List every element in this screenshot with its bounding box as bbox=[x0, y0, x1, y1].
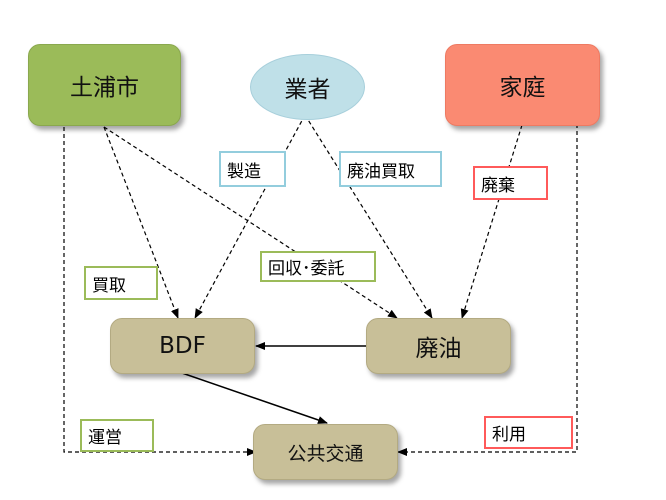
node-bdf-text: BDF bbox=[159, 333, 206, 359]
arrow-city-to-bdf bbox=[103, 126, 179, 319]
node-household-text: 家庭 bbox=[499, 75, 546, 101]
label-purchase: 買取 bbox=[84, 266, 158, 300]
label-disposal: 廃棄 bbox=[473, 166, 548, 200]
node-household: 家庭 bbox=[445, 44, 600, 126]
node-public-transit: 公共交通 bbox=[253, 424, 398, 480]
arrow-city-to-transit bbox=[63, 127, 257, 456]
label-manufacture: 製造 bbox=[219, 151, 286, 187]
arrow-city-to-oil bbox=[103, 126, 398, 319]
node-public-transit-text: 公共交通 bbox=[287, 442, 364, 465]
label-operation: 運営 bbox=[80, 419, 154, 452]
node-waste-oil: 廃油 bbox=[366, 318, 511, 374]
node-vendor-text: 業者 bbox=[284, 77, 331, 103]
node-vendor: 業者 bbox=[250, 54, 365, 120]
label-use: 利用 bbox=[484, 416, 573, 449]
node-tsuchiura-city-text: 土浦市 bbox=[70, 75, 139, 101]
arrow-bdf-to-transit bbox=[181, 372, 328, 424]
arrow-vendor-to-oil bbox=[304, 114, 433, 319]
arrow-household-to-oil bbox=[460, 124, 523, 319]
node-tsuchiura-city: 土浦市 bbox=[28, 44, 181, 126]
label-collection-consignment: 回収･委託 bbox=[260, 251, 376, 282]
node-bdf: BDF bbox=[110, 318, 255, 374]
arrow-vendor-to-bdf bbox=[194, 114, 306, 319]
label-waste-oil-purchase: 廃油買取 bbox=[339, 151, 442, 187]
node-waste-oil-text: 廃油 bbox=[415, 336, 462, 362]
